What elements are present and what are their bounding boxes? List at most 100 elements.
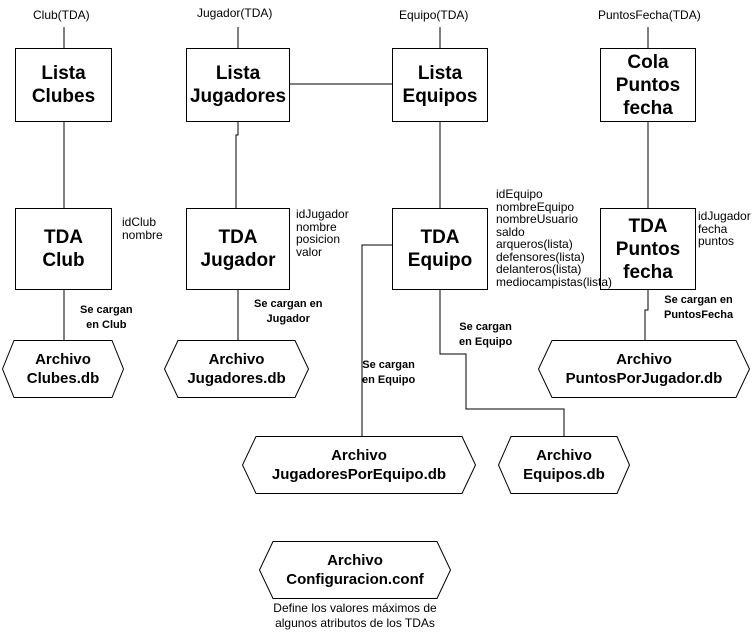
file-label: Archivo JugadoresPorEquipo.db — [242, 436, 476, 494]
connector-jugadores-jugador — [235, 122, 239, 208]
box-line: TDA — [43, 227, 84, 248]
file-line: Archivo — [331, 447, 387, 464]
box-tda-puntos-fecha: TDA Puntos fecha — [600, 208, 696, 290]
file-hexagon-shape — [497, 436, 631, 494]
file-hexagon-shape — [1, 340, 125, 398]
file-line: Archivo — [35, 351, 91, 368]
attribute: mediocampistas(lista) — [496, 274, 613, 289]
file-hexagon-shape — [241, 436, 477, 494]
attribute: idJugador — [296, 207, 349, 221]
attribute: idEquipo — [496, 187, 543, 201]
file-line: PuntosPorJugador.db — [565, 370, 723, 387]
file-line: Archivo — [536, 447, 592, 464]
attribute: delanteros(lista) — [496, 262, 582, 276]
attribute: idJugador — [698, 209, 751, 223]
box-line: Puntos — [615, 74, 681, 96]
attribute: arqueros(lista) — [496, 237, 573, 251]
attribute: nombreUsuario — [496, 212, 579, 226]
tda-label-jugador: Jugador(TDA) — [197, 6, 273, 20]
connector-puntos-file — [644, 290, 649, 340]
file-line: Configuracion.conf — [286, 571, 424, 588]
box-line: TDA — [420, 227, 460, 248]
note-line: algunos atributos de los TDAs — [275, 616, 435, 630]
file-line: Archivo — [616, 351, 672, 368]
box-line: Clubes — [31, 86, 96, 107]
attribute: defensores(lista) — [496, 249, 585, 264]
file-label: Archivo Configuracion.conf — [259, 541, 451, 599]
file-line: Archivo — [208, 351, 265, 368]
note-line: en Equipo — [362, 374, 416, 386]
file-hexagon-shape — [163, 340, 310, 398]
attributes-jugador: idJugador nombre posicion valor — [296, 208, 349, 258]
note-line: Se cargan en — [664, 294, 733, 306]
file-jugadores-por-equipo: Archivo JugadoresPorEquipo.db — [241, 436, 477, 494]
note-line: Define los valores máximos de — [273, 601, 437, 615]
tda-label-club: Club(TDA) — [33, 8, 90, 22]
box-line: Lista — [41, 63, 86, 84]
file-line: Archivo — [327, 552, 383, 569]
attribute: nombreEquipo — [496, 199, 575, 214]
file-clubes: Archivo Clubes.db — [1, 340, 125, 398]
box-line: Equipos — [402, 86, 478, 107]
attribute: saldo — [496, 224, 525, 239]
load-note-equipo: Se cargan en Equipo — [459, 320, 512, 350]
load-note-jugador: Se cargan en Jugador — [254, 297, 322, 327]
file-hexagon-shape — [258, 541, 452, 599]
note-line: Se cargan — [80, 304, 133, 316]
attribute: puntos — [698, 234, 735, 248]
box-lista-clubes: Lista Clubes — [15, 48, 112, 122]
tda-label-equipo: Equipo(TDA) — [399, 8, 469, 22]
box-tda-jugador: TDA Jugador — [186, 208, 290, 290]
attribute: fecha — [698, 221, 728, 236]
box-line: Cola — [627, 51, 669, 73]
file-line: Equipos.db — [523, 466, 605, 483]
box-tda-club: TDA Club — [15, 208, 112, 290]
config-note: Define los valores máximos de algunos at… — [246, 601, 464, 631]
file-puntos-por-jugador: Archivo PuntosPorJugador.db — [537, 340, 751, 398]
box-lista-equipos: Lista Equipos — [392, 48, 488, 122]
attribute: valor — [296, 244, 323, 259]
file-equipos: Archivo Equipos.db — [497, 436, 631, 494]
note-line: Jugador — [266, 313, 310, 325]
load-note-club: Se cargan en Club — [80, 303, 133, 333]
box-line: Puntos — [615, 238, 681, 260]
file-label: Archivo Clubes.db — [2, 340, 124, 398]
file-label: Archivo PuntosPorJugador.db — [538, 340, 750, 398]
attribute: nombre — [122, 227, 163, 242]
file-line: JugadoresPorEquipo.db — [271, 466, 447, 483]
box-line: fecha — [623, 261, 673, 283]
file-label: Archivo Equipos.db — [498, 436, 630, 494]
note-line: en Equipo — [459, 336, 513, 348]
attributes-equipo: idEquipo nombreEquipo nombreUsuario sald… — [496, 188, 612, 288]
file-label: Archivo Jugadores.db — [164, 340, 309, 398]
connector-equipo-equipos-file — [439, 290, 565, 436]
note-line: PuntosFecha — [664, 309, 734, 321]
attributes-club: idClub nombre — [122, 216, 163, 241]
note-line: en Club — [86, 319, 127, 331]
load-note-puntos: Se cargan en PuntosFecha — [664, 293, 733, 323]
box-line: Lista — [417, 63, 463, 84]
attribute: posicion — [296, 232, 341, 246]
box-line: TDA — [218, 227, 258, 248]
box-line: Club — [42, 250, 85, 271]
file-jugadores: Archivo Jugadores.db — [163, 340, 310, 398]
file-configuracion: Archivo Configuracion.conf — [258, 541, 452, 599]
box-line: Lista — [215, 63, 261, 84]
box-cola-puntos-fecha: Cola Puntos fecha — [600, 48, 696, 122]
attributes-puntos-fecha: idJugador fecha puntos — [698, 210, 751, 248]
load-note-jugadores-equipo: Se cargan en Equipo — [362, 358, 415, 388]
box-tda-equipo: TDA Equipo — [392, 208, 488, 290]
note-line: Se cargan — [459, 321, 512, 333]
note-line: Se cargan — [362, 359, 415, 371]
box-line: Jugadores — [189, 86, 287, 107]
box-line: fecha — [623, 97, 673, 119]
tda-label-puntos: PuntosFecha(TDA) — [598, 8, 701, 22]
file-hexagon-shape — [537, 340, 751, 398]
file-line: Jugadores.db — [187, 370, 286, 387]
box-lista-jugadores: Lista Jugadores — [186, 48, 290, 122]
connector-equipo-jugadoresequipo-file — [361, 244, 392, 436]
box-line: Jugador — [200, 250, 276, 271]
file-line: Clubes.db — [26, 370, 100, 387]
